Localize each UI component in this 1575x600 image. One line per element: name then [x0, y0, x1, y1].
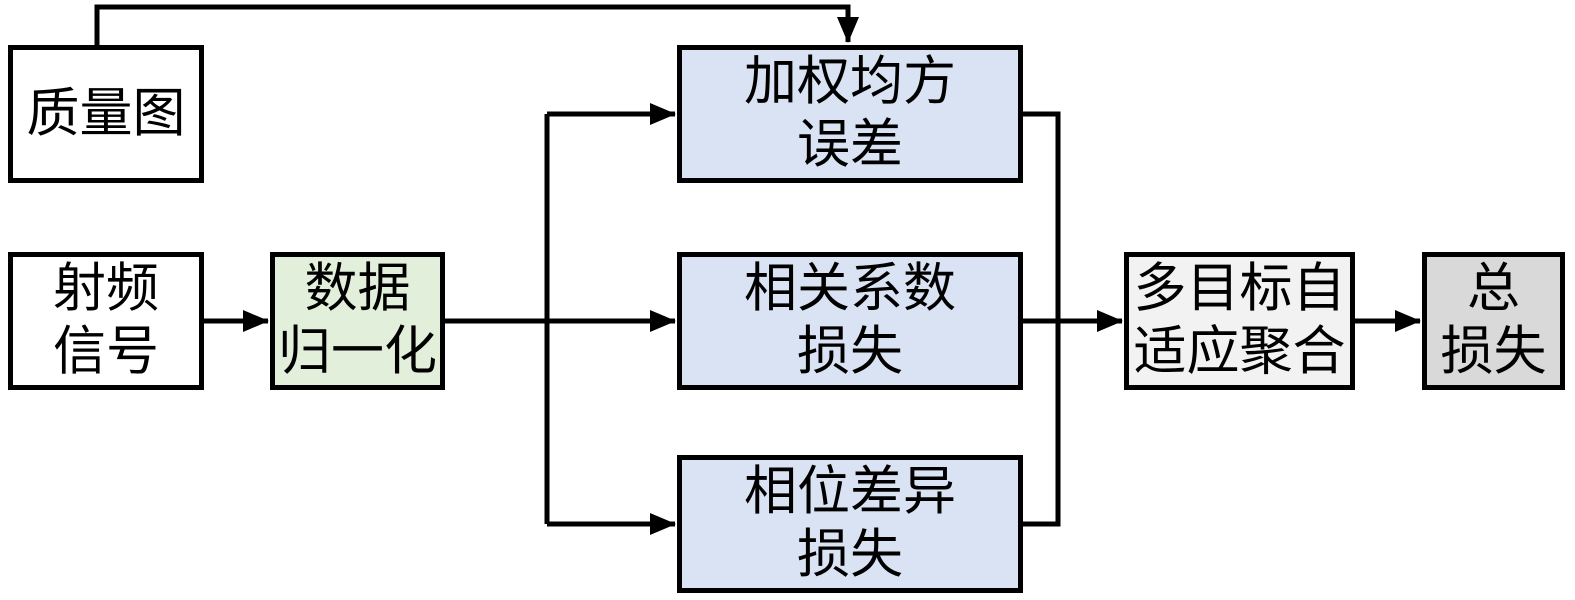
node-rf-signal: 射频 信号 — [8, 252, 204, 390]
node-phase-difference-loss: 相位差异 损失 — [677, 455, 1023, 593]
edge-quality-map-to-weighted-mse — [94, 4, 859, 45]
node-label-line: 信号 — [53, 323, 159, 381]
node-label-line: 数据 — [304, 260, 411, 318]
node-label-line: 损失 — [1440, 323, 1547, 381]
node-label-line: 质量图 — [26, 84, 186, 143]
node-label-line: 相位差异 — [744, 463, 956, 521]
node-label-line: 相关系数 — [744, 260, 956, 318]
node-label-line: 误差 — [797, 116, 903, 174]
node-label-line: 多目标自 — [1133, 260, 1346, 318]
node-label-line: 损失 — [797, 526, 903, 584]
node-multi-objective-adaptive-aggregation: 多目标自 适应聚合 — [1124, 252, 1355, 390]
edge-phase-difference-loss-to-collector — [1023, 321, 1061, 527]
node-correlation-loss: 相关系数 损失 — [677, 252, 1023, 390]
node-label-line: 总 — [1467, 260, 1520, 318]
node-label-line: 归一化 — [278, 323, 437, 381]
edge-weighted-mse-to-collector — [1023, 111, 1061, 321]
node-label-line: 适应聚合 — [1133, 323, 1346, 381]
node-data-normalization: 数据 归一化 — [270, 252, 445, 390]
node-total-loss: 总 损失 — [1422, 252, 1565, 390]
node-label-line: 损失 — [797, 323, 903, 381]
node-quality-map: 质量图 — [8, 45, 204, 183]
node-weighted-mse: 加权均方 误差 — [677, 45, 1023, 183]
node-label-line: 射频 — [53, 260, 159, 318]
node-label-line: 加权均方 — [744, 53, 956, 111]
